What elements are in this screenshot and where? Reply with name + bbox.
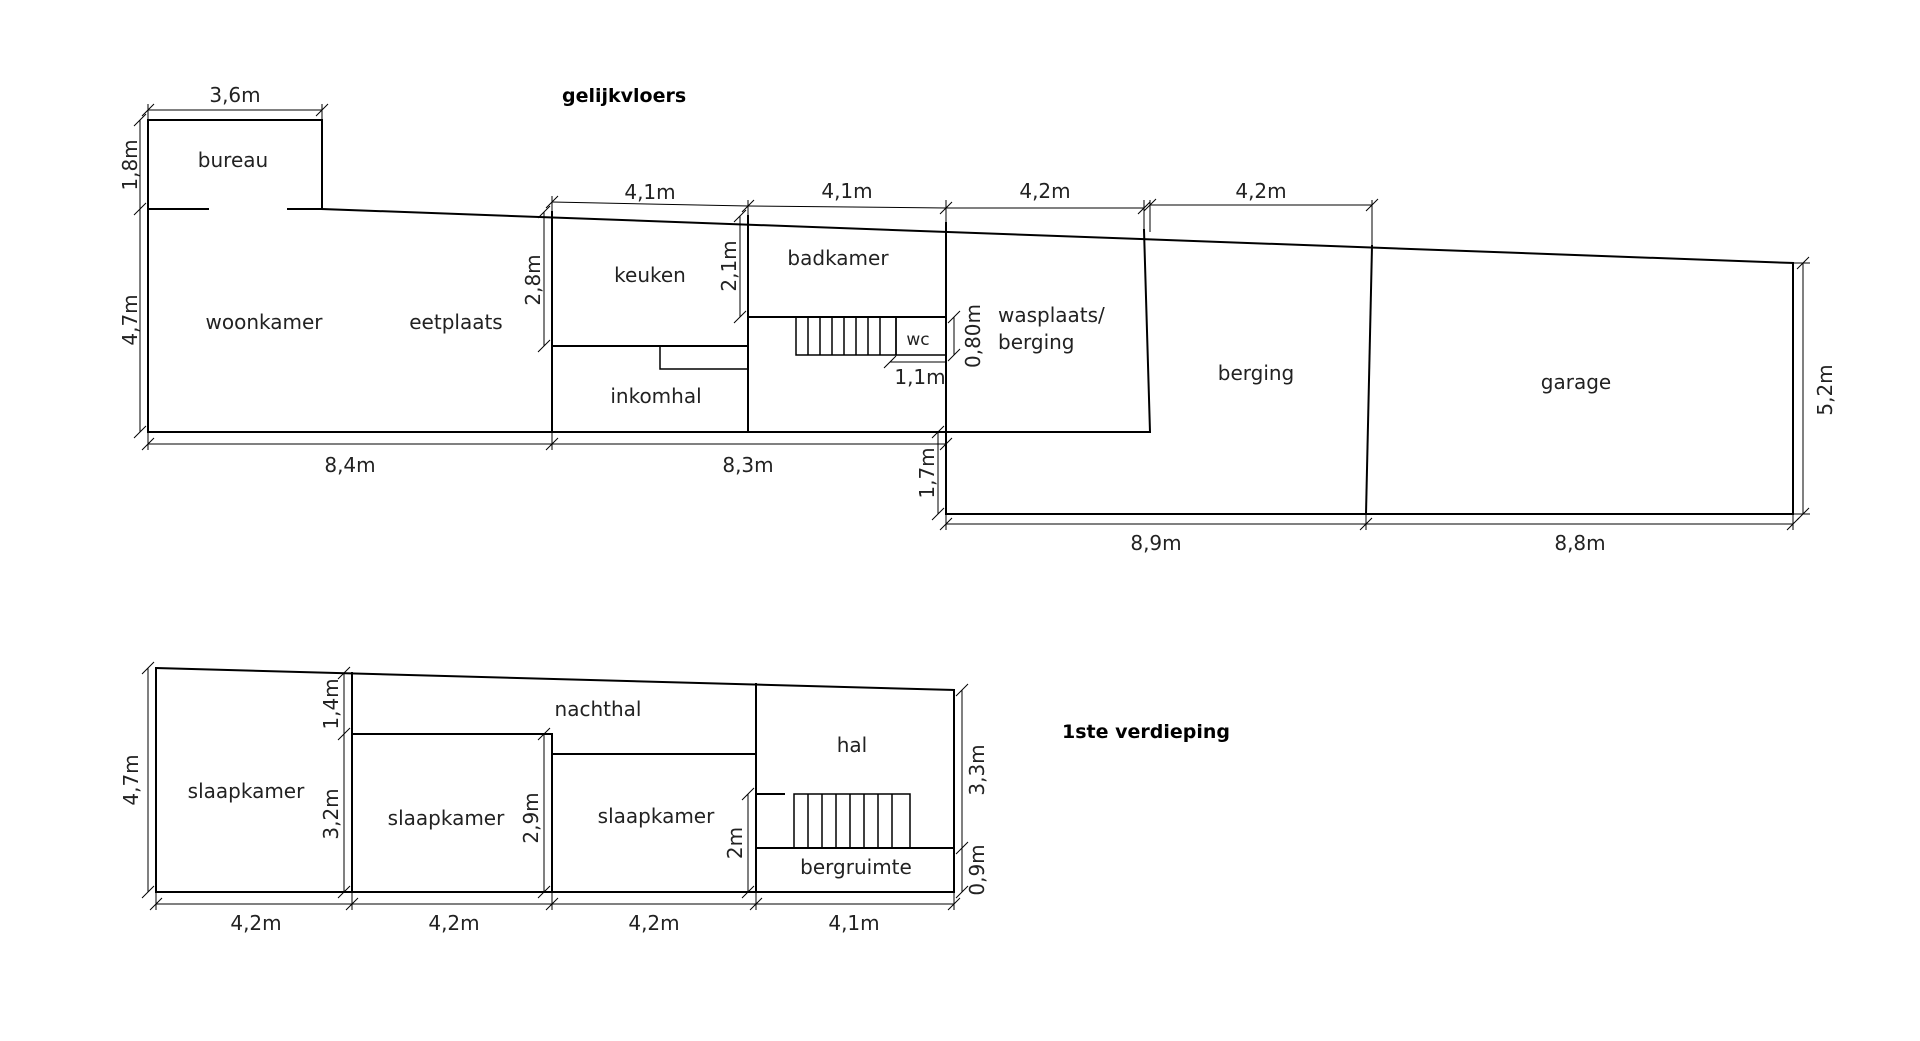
room-label-inkomhal: inkomhal <box>610 384 701 408</box>
room-label-bureau: bureau <box>198 148 268 172</box>
room-label-nachthal: nachthal <box>555 697 642 721</box>
room-label-slaapkamer-3: slaapkamer <box>598 804 715 828</box>
dim-width-2: 4,2m <box>428 911 479 935</box>
dim-nachthal-depth: 1,4m <box>319 678 343 729</box>
dim-offset-depth: 1,7m <box>915 447 939 498</box>
room-label-berging: berging <box>1218 361 1295 385</box>
dim-width-3: 4,2m <box>628 911 679 935</box>
first-floor-dimension-lines <box>141 661 969 911</box>
dim-badkamer-width: 4,1m <box>821 179 872 203</box>
ground-floor-walls <box>147 119 1795 516</box>
first-floor-stairs <box>793 793 911 849</box>
dim-width-4: 4,1m <box>828 911 879 935</box>
room-label-garage: garage <box>1541 370 1611 394</box>
room-label-slaapkamer-1: slaapkamer <box>188 779 305 803</box>
room-label-slaapkamer-2: slaapkamer <box>388 806 505 830</box>
room-label-bergruimte: bergruimte <box>800 855 912 879</box>
room-label-woonkamer: woonkamer <box>205 310 323 334</box>
dim-garage-depth: 5,2m <box>1813 364 1837 415</box>
ground-floor-stairs <box>795 316 897 356</box>
dim-garage-length: 8,8m <box>1554 531 1605 555</box>
ground-floor: gelijkvloers <box>118 83 1837 555</box>
first-floor-room-labels: slaapkamer slaapkamer slaapkamer nachtha… <box>188 697 912 879</box>
room-label-wasplaats-line1: wasplaats/ <box>998 303 1105 327</box>
dim-berging-top-width: 4,2m <box>1235 179 1286 203</box>
dim-hal-depth: 3,3m <box>965 744 989 795</box>
dim-keuken-width: 4,1m <box>624 180 675 204</box>
dim-middle-length: 8,3m <box>722 453 773 477</box>
room-label-badkamer: badkamer <box>787 246 889 270</box>
first-floor-dimension-labels: 4,7m 1,4m 3,2m 2,9m 2m 3,3m 0,9m 4,2m 4,… <box>119 678 989 935</box>
dim-bergruimte-depth: 0,9m <box>965 844 989 895</box>
room-label-keuken: keuken <box>614 263 686 287</box>
dim-bureau-width: 3,6m <box>209 83 260 107</box>
dim-width-1: 4,2m <box>230 911 281 935</box>
dim-wasplaats-width: 4,2m <box>1019 179 1070 203</box>
first-floor-title: 1ste verdieping <box>1062 721 1230 743</box>
dim-wc-width: 1,1m <box>894 365 945 389</box>
room-label-wc: wc <box>906 330 929 350</box>
dim-slaapkamer-3-depth: 2,9m <box>519 792 543 843</box>
dim-bureau-depth: 1,8m <box>118 139 142 190</box>
dim-total-depth: 4,7m <box>119 754 143 805</box>
dim-keuken-depth: 2,8m <box>521 254 545 305</box>
first-floor: 1ste verdieping sl <box>119 661 1230 935</box>
dim-badkamer-depth: 2,1m <box>717 240 741 291</box>
room-label-hal: hal <box>837 733 868 757</box>
ground-floor-title: gelijkvloers <box>562 85 686 107</box>
dim-woonkamer-depth: 4,7m <box>118 294 142 345</box>
dim-living-length: 8,4m <box>324 453 375 477</box>
first-floor-walls <box>154 666 956 893</box>
ground-floor-dimension-lines <box>133 103 1810 531</box>
room-label-eetplaats: eetplaats <box>409 310 502 334</box>
ground-floor-room-labels: bureau woonkamer eetplaats keuken inkomh… <box>198 148 1611 408</box>
dim-stair-depth: 2m <box>723 827 747 859</box>
room-label-wasplaats-line2: berging <box>998 330 1075 354</box>
dim-berging-length: 8,9m <box>1130 531 1181 555</box>
dim-slaapkamer-2-depth: 3,2m <box>319 788 343 839</box>
ground-floor-dimension-labels: 3,6m 1,8m 4,7m 4,1m 2,8m 4,1m 2,1m 4,2m … <box>118 83 1837 555</box>
dim-wc-depth: 0,80m <box>961 304 985 368</box>
